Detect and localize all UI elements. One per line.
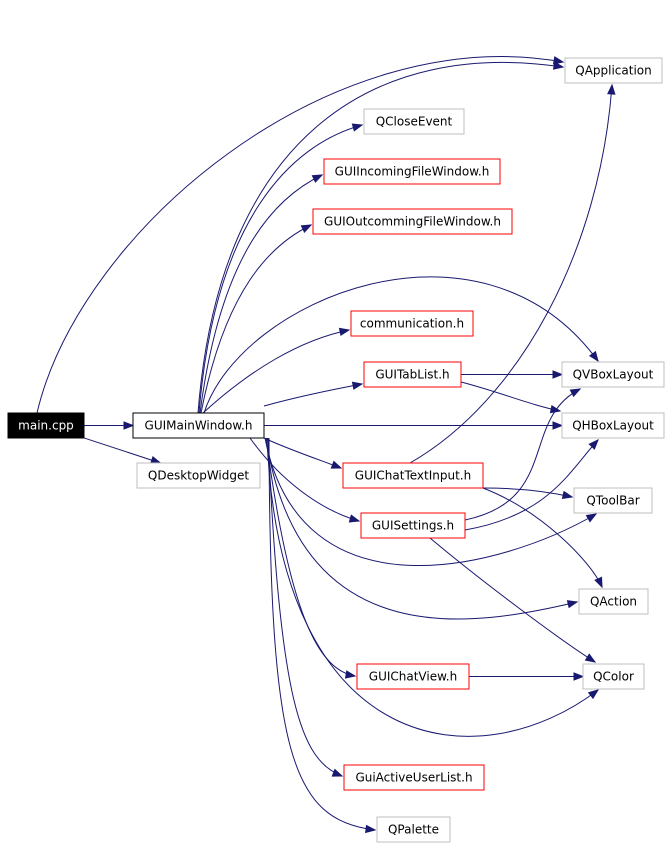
node-box-qce — [363, 108, 465, 135]
node-gifw[interactable]: GUIIncomingFileWindow.h — [323, 158, 501, 185]
node-box-gtl — [363, 361, 462, 388]
node-box-gcv — [356, 663, 470, 690]
node-label-qact: QAction — [590, 595, 637, 609]
node-box-qact — [578, 588, 649, 615]
node-box-gofw — [312, 208, 513, 235]
node-label-qvbox: QVBoxLayout — [573, 368, 654, 382]
node-label-qtool: QToolBar — [586, 494, 639, 508]
edge-main-to-gmw — [84, 421, 135, 430]
edge-gmw-to-gofw — [200, 224, 313, 414]
edge-main-to-qdw — [83, 437, 162, 465]
node-label-gset: GUISettings.h — [372, 519, 454, 533]
node-gofw[interactable]: GUIOutcommingFileWindow.h — [312, 208, 513, 235]
node-qvbox[interactable]: QVBoxLayout — [561, 361, 665, 388]
edge-gtl-to-qhbox — [460, 381, 562, 414]
node-label-qdw: QDesktopWidget — [148, 469, 249, 483]
node-label-qcol: QColor — [593, 670, 634, 684]
node-qhbox[interactable]: QHBoxLayout — [561, 412, 665, 439]
node-qapp[interactable]: QApplication — [564, 57, 663, 84]
node-box-qtool — [573, 487, 653, 514]
edge-gset-to-qcol — [429, 537, 597, 663]
edge-gmw-to-qapp — [197, 61, 565, 414]
edge-gmw-to-qcol — [266, 437, 600, 737]
node-label-gifw: GUIIncomingFileWindow.h — [335, 165, 490, 179]
node-box-main — [7, 412, 85, 439]
node-box-qpal — [376, 816, 451, 843]
edge-gcti-to-qtool — [482, 487, 574, 500]
node-qpal[interactable]: QPalette — [376, 816, 451, 843]
edge-gmw-to-qvbox — [203, 276, 599, 414]
node-box-qdw — [136, 462, 261, 489]
node-box-qapp — [564, 57, 663, 84]
dependency-edges — [36, 56, 616, 834]
edge-gcv-to-qcol — [469, 672, 585, 681]
node-label-qhbox: QHBoxLayout — [572, 419, 654, 433]
node-label-qapp: QApplication — [575, 64, 652, 78]
edge-gmw-to-qce — [198, 123, 364, 414]
edge-main-to-qapp — [36, 56, 565, 414]
node-label-main: main.cpp — [18, 419, 74, 433]
edge-gcti-to-qapp — [409, 83, 616, 464]
node-label-gofw: GUIOutcommingFileWindow.h — [324, 215, 501, 229]
node-gcti[interactable]: GUIChatTextInput.h — [342, 462, 484, 489]
node-label-qpal: QPalette — [388, 823, 439, 837]
node-label-gcti: GUIChatTextInput.h — [355, 469, 471, 483]
node-gcv[interactable]: GUIChatView.h — [356, 663, 470, 690]
node-qact[interactable]: QAction — [578, 588, 649, 615]
node-label-qce: QCloseEvent — [376, 115, 453, 129]
node-qcol[interactable]: QColor — [582, 663, 645, 690]
edge-gmw-to-gcti — [263, 437, 343, 469]
node-label-gmw: GUIMainWindow.h — [145, 419, 253, 433]
edge-gmw-to-qpal — [268, 437, 377, 834]
node-label-gcv: GUIChatView.h — [369, 670, 457, 684]
edge-gcti-to-qact — [482, 487, 603, 589]
node-qce[interactable]: QCloseEvent — [363, 108, 465, 135]
edge-gmw-to-gcv — [265, 437, 357, 679]
edge-gmw-to-gtl — [263, 381, 364, 407]
node-box-qcol — [582, 663, 645, 690]
node-box-gaul — [343, 764, 485, 791]
node-box-comm — [350, 310, 474, 337]
node-box-gifw — [323, 158, 501, 185]
node-box-gmw — [132, 412, 265, 439]
node-gset[interactable]: GUISettings.h — [360, 512, 466, 539]
node-gtl[interactable]: GUITabList.h — [363, 361, 462, 388]
edge-gmw-to-gaul — [267, 437, 344, 777]
node-gmw[interactable]: GUIMainWindow.h — [132, 412, 265, 439]
edge-gmw-to-comm — [202, 327, 351, 414]
node-gaul[interactable]: GuiActiveUserList.h — [343, 764, 485, 791]
edge-gmw-to-gset — [249, 437, 361, 523]
node-qtool[interactable]: QToolBar — [573, 487, 653, 514]
node-label-gtl: GUITabList.h — [375, 368, 449, 382]
node-label-gaul: GuiActiveUserList.h — [355, 771, 472, 785]
edge-gset-to-qhbox — [464, 438, 599, 531]
node-comm[interactable]: communication.h — [350, 310, 474, 337]
edge-gset-to-qvbox — [464, 388, 582, 521]
edge-gmw-to-gifw — [199, 174, 324, 414]
edge-gmw-to-qhbox — [264, 421, 564, 430]
node-box-qhbox — [561, 412, 665, 439]
node-box-gcti — [342, 462, 484, 489]
edge-gtl-to-qvbox — [461, 370, 564, 379]
edge-gmw-to-qact — [265, 437, 579, 620]
edge-gmw-to-qtool — [264, 437, 598, 567]
node-main[interactable]: main.cpp — [7, 412, 85, 439]
node-box-gset — [360, 512, 466, 539]
node-label-comm: communication.h — [360, 317, 464, 331]
node-qdw[interactable]: QDesktopWidget — [136, 462, 261, 489]
node-box-qvbox — [561, 361, 665, 388]
